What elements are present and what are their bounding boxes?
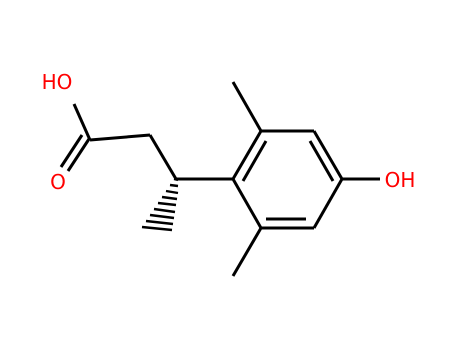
ring-bond-4 bbox=[312, 178, 344, 229]
hashed-wedge-bond bbox=[141, 177, 179, 232]
atom-label-phenol-oh: OH bbox=[385, 168, 416, 192]
bond-c1-o-double-b bbox=[59, 134, 84, 168]
atom-label-acid-ho: HO bbox=[42, 70, 73, 94]
bond-c1-oh bbox=[72, 103, 92, 141]
ring-bond-1-inner bbox=[241, 140, 268, 182]
bond-c1-c2 bbox=[89, 133, 151, 142]
bond-c2-c3 bbox=[148, 134, 178, 180]
bond-c1-o-double-a bbox=[66, 138, 91, 172]
ring-bond-6 bbox=[231, 178, 263, 229]
ring-bond-1 bbox=[231, 130, 263, 180]
ring-bond-3 bbox=[312, 130, 344, 180]
ring-bond-3-inner bbox=[308, 140, 335, 182]
bond-ring-methyl-bottom bbox=[231, 227, 263, 277]
atom-label-carbonyl-o: O bbox=[50, 170, 66, 194]
bond-ring-methyl-top bbox=[231, 81, 263, 132]
